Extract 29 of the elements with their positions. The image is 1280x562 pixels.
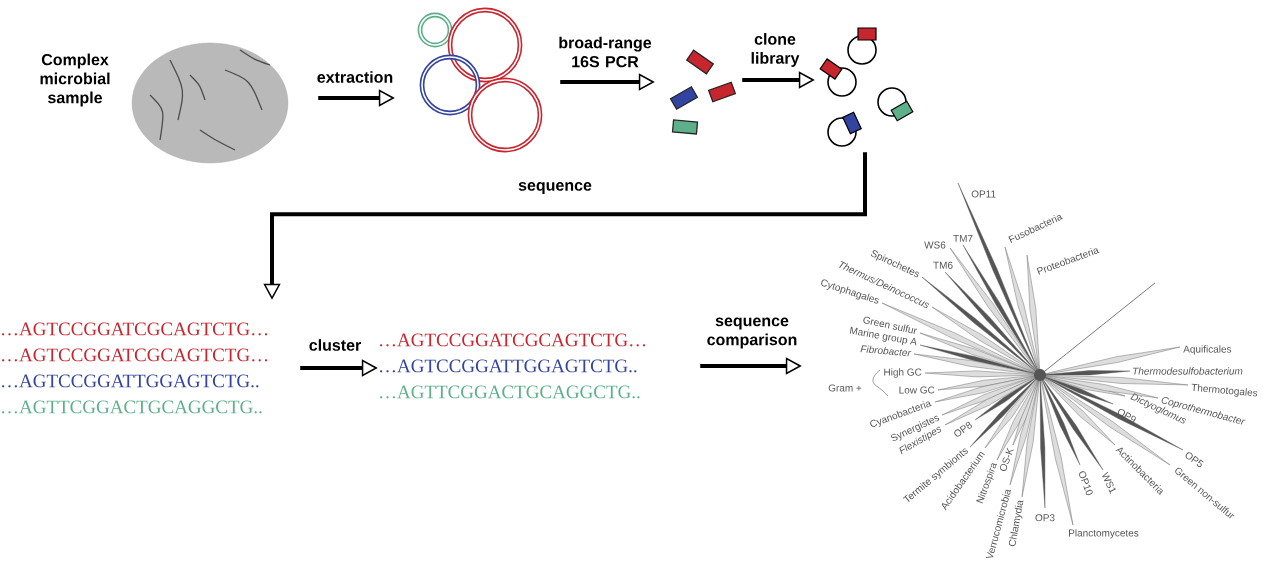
taxon-label: WS6	[924, 241, 946, 249]
taxon-label: Fibrobacter	[860, 345, 912, 357]
dna-circles-drawing	[417, 7, 543, 153]
taxon-label: Gram +	[828, 384, 862, 392]
edge-label: cluster	[309, 339, 361, 351]
taxon-label: OP3	[1035, 514, 1055, 522]
node-label: Complex microbial sample	[40, 53, 110, 107]
taxon-label: OP8	[954, 421, 972, 437]
edge-label: clone library	[751, 33, 800, 67]
taxon-label: Thermodesulfobacterium	[1133, 367, 1243, 375]
edge-label: extraction	[317, 71, 393, 83]
clone-library-drawing	[819, 27, 914, 147]
taxon-label: Chlamydia	[1008, 500, 1024, 547]
taxon-label: OP5	[1185, 452, 1204, 467]
taxon-label: High GC	[884, 368, 922, 378]
sequence-list: …AGTCCGGATCGCAGTCTG… …AGTCCGGATTGGAGTCTG.. …AGTTCGGACTGCAGGCTG..	[380, 333, 646, 399]
taxon-label: TM6	[933, 261, 953, 269]
edge-label: sequence	[518, 182, 592, 194]
edge-label: sequence comparison	[707, 317, 797, 349]
taxon-label: OS-K	[999, 447, 1014, 471]
taxon-label: Low GC	[899, 386, 935, 394]
sequence-list: …AGTCCGGATCGCAGTCTG… …AGTCCGGATCGCAGTCTG… …AGTCCGGATTGGAGTCTG.. …AGTTCGGACTGCAGGCTG..	[2, 322, 268, 414]
pcr-fragments-drawing	[669, 49, 737, 135]
taxon-label: OP11	[971, 190, 996, 198]
taxon-label: WS1	[1102, 471, 1116, 494]
taxon-label: TM7	[953, 234, 973, 242]
taxon-label: Aquificales	[1183, 345, 1232, 355]
edge-label: broad-range 16S PCR	[559, 36, 652, 68]
taxon-label: OP10	[1079, 471, 1093, 496]
